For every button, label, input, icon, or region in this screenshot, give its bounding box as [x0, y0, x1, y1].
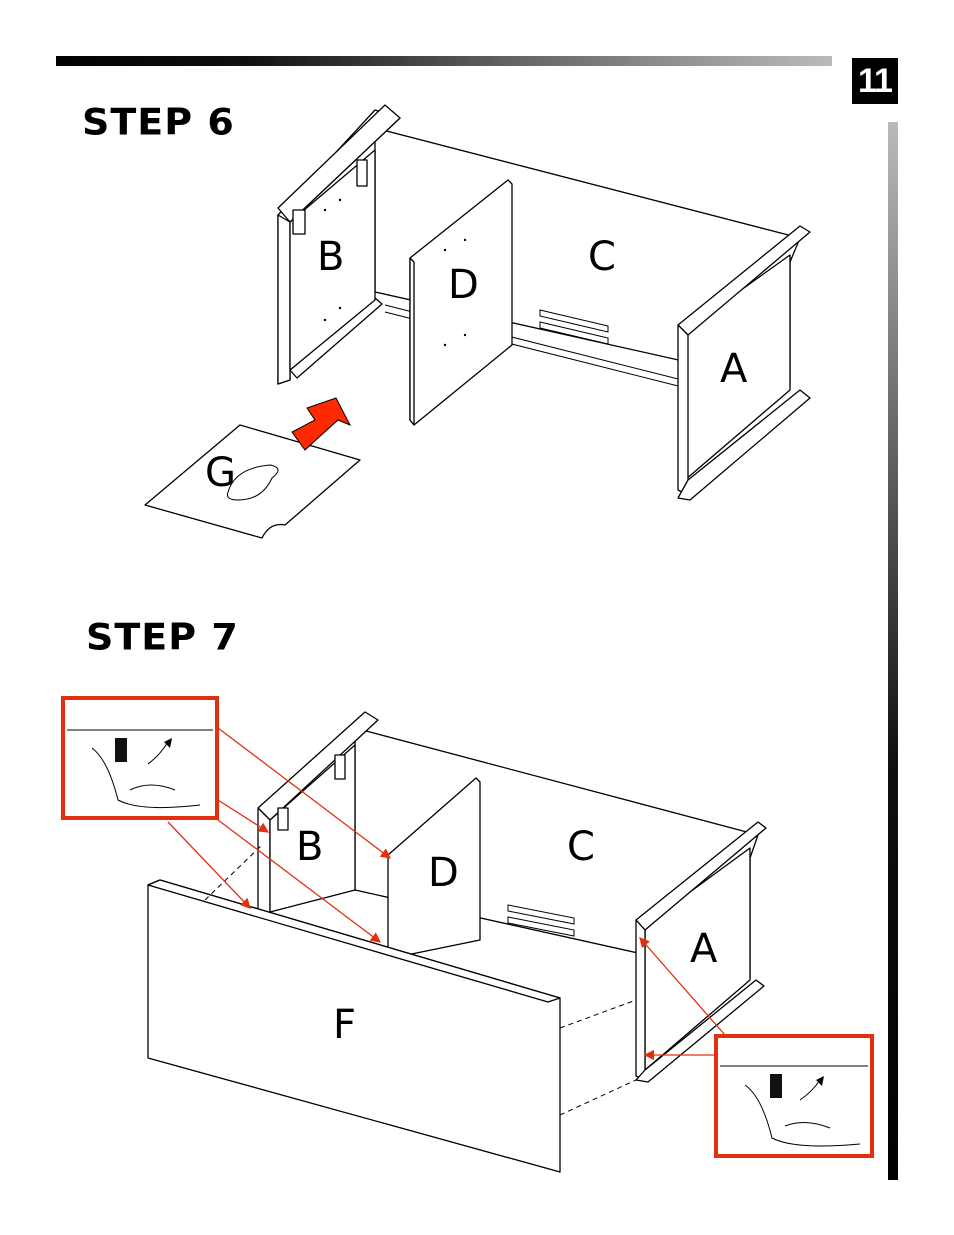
step-7-label-f: F [333, 1002, 356, 1048]
insert-arrow-icon [292, 398, 350, 450]
step-7-label-b: B [296, 824, 323, 870]
step-7-diagram: B D C A F [148, 712, 766, 1172]
step-7-label-d: D [428, 850, 459, 896]
step-6-label-b: B [317, 234, 344, 280]
step-7-label-c: C [567, 824, 595, 870]
step-6-label-d: D [448, 262, 479, 308]
callout-right [716, 1036, 872, 1156]
step-6-label-a: A [720, 346, 748, 392]
step-6-label-c: C [588, 234, 616, 280]
step-6-diagram: B D C A G [145, 105, 810, 538]
callout-left [63, 698, 217, 818]
panel-g [145, 425, 360, 538]
step-7-label-a: A [690, 926, 718, 972]
step-6-label-g: G [205, 450, 236, 496]
